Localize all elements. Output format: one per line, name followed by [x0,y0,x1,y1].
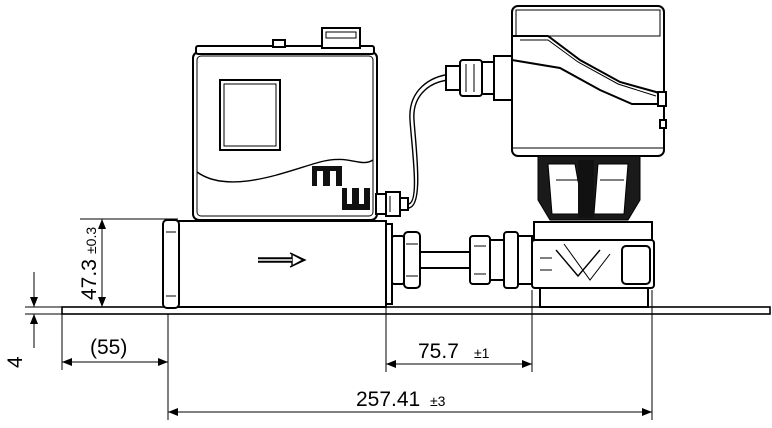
plate-thickness-value: 4 [4,356,27,368]
height-value: 47.3 [78,259,101,300]
height-dimension: 47.3 ±0.3 [78,218,178,307]
connector-distance-tolerance: ±1 [474,345,490,361]
left-offset-value: (55) [90,336,127,359]
flow-meter-body [162,219,393,309]
connector-pipe [391,231,533,289]
valve-body [531,221,655,308]
left-offset-dimension: (55) [61,314,169,420]
solenoid-coil [537,155,641,221]
height-tolerance: ±0.3 [83,227,99,254]
mw-logo-icon [312,166,370,210]
valve-actuator-housing [511,5,667,157]
total-length-value: 257.41 [356,388,420,411]
connector-distance-value: 75.7 [418,340,459,363]
base-plate [61,306,771,315]
connector-distance-dimension: 75.7 ±1 [385,290,533,372]
cable-gland-right [445,55,513,101]
arrow-right-icon [258,252,307,268]
total-length-dimension: 257.41 ±3 [168,290,653,420]
cable-gland-left [375,191,409,217]
signal-cable [407,73,453,209]
total-length-tolerance: ±3 [430,393,446,409]
plate-thickness-dimension: 4 [4,272,62,368]
